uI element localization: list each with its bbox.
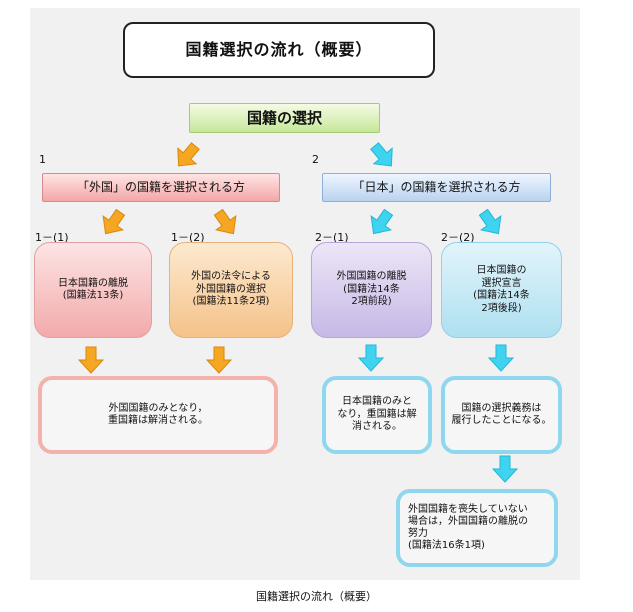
arrow-2-2-to-result: [487, 344, 515, 372]
sub-2-2-number: 2－(2): [441, 231, 475, 244]
branch-1-number: 1: [39, 153, 46, 166]
node-japan-declaration: 日本国籍の 選択宣言 (国籍法14条 2項後段): [441, 242, 562, 338]
arrow-2-1-to-result: [357, 344, 385, 372]
arrow-foreign-to-1-2: [213, 208, 237, 235]
result-renunciation-effort: 外国国籍を喪失していない 場合は，外国国籍の離脱の 努力 (国籍法16条1項): [396, 489, 558, 567]
branch-foreign-node: 「外国」の国籍を選択される方: [42, 173, 280, 202]
arrow-1-2-to-result: [205, 346, 233, 374]
arrow-japan-to-2-1: [370, 208, 394, 235]
sub-1-1-number: 1－(1): [35, 231, 69, 244]
node-renounce-foreign: 外国国籍の離脱 (国籍法14条 2項前段): [311, 242, 432, 338]
arrow-1-1-to-result: [77, 346, 105, 374]
figure-caption: 国籍選択の流れ（概要）: [256, 590, 377, 603]
arrow-2-2-result-to-final: [491, 455, 519, 483]
result-japan-only: 日本国籍のみと なり，重国籍は解 消される。: [322, 376, 432, 454]
result-foreign-only: 外国国籍のみとなり， 重国籍は解消される。: [38, 376, 278, 454]
arrow-root-to-foreign: [177, 142, 200, 167]
diagram-title: 国籍選択の流れ（概要）: [123, 22, 435, 78]
node-foreign-selection: 外国の法令による 外国国籍の選択 (国籍法11条2項): [169, 242, 293, 338]
arrow-foreign-to-1-1: [102, 208, 126, 235]
result-obligation-fulfilled: 国籍の選択義務は 履行したことになる。: [441, 376, 562, 454]
arrow-root-to-japan: [370, 142, 393, 167]
sub-1-2-number: 1－(2): [171, 231, 205, 244]
branch-2-number: 2: [312, 153, 319, 166]
arrow-japan-to-2-2: [478, 208, 502, 235]
root-node: 国籍の選択: [189, 103, 380, 133]
sub-2-1-number: 2－(1): [315, 231, 349, 244]
branch-japan-node: 「日本」の国籍を選択される方: [322, 173, 551, 202]
node-renounce-japanese: 日本国籍の離脱 (国籍法13条): [34, 242, 152, 338]
